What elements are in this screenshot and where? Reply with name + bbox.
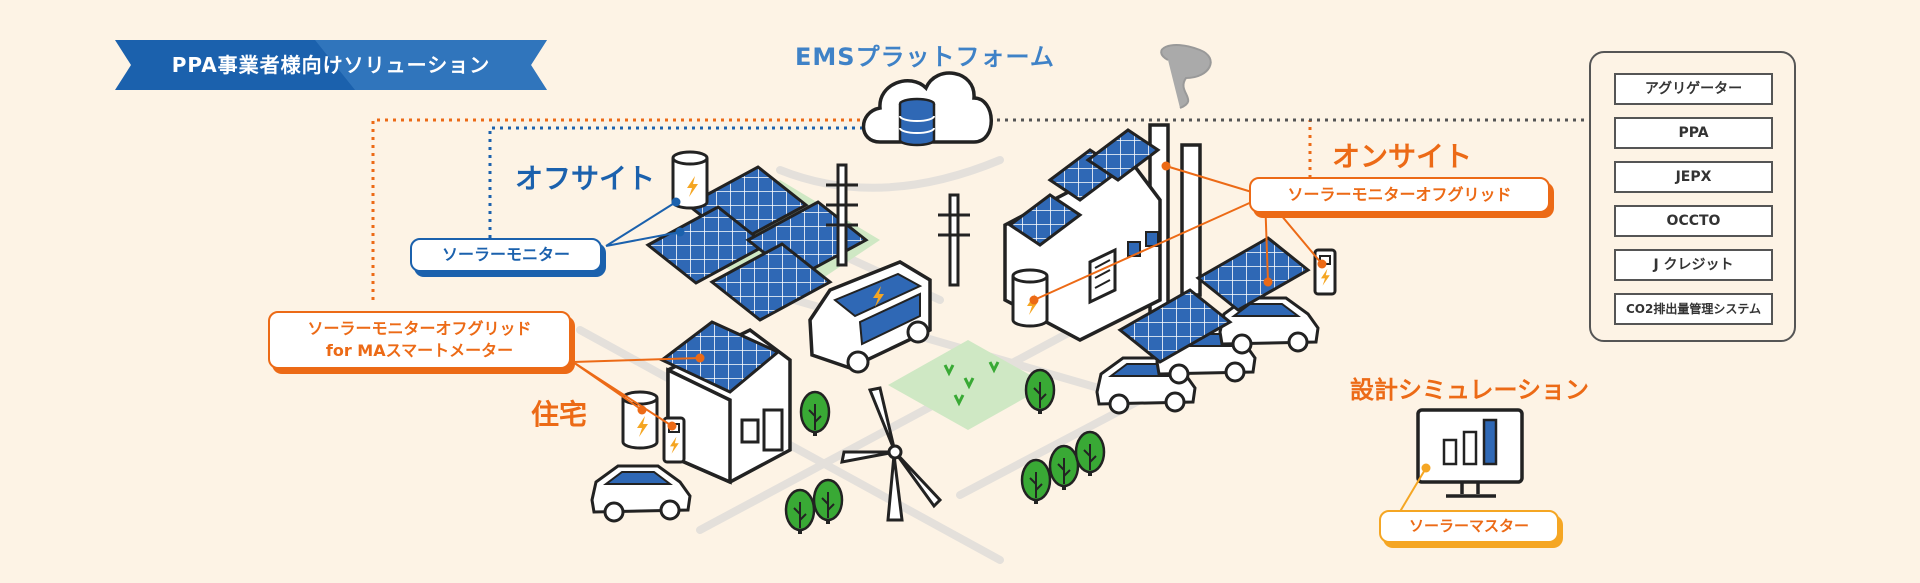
residential-house xyxy=(590,320,792,523)
onsite-label: オンサイト xyxy=(1332,140,1473,173)
solar-master-tag: ソーラーマスター xyxy=(1379,510,1559,543)
cloud-database-icon xyxy=(861,71,993,147)
design-simulation-label: 設計シミュレーション xyxy=(1350,376,1590,404)
solar-carport xyxy=(1095,236,1335,415)
integration-item: J クレジット xyxy=(1614,249,1773,281)
integration-panel: アグリゲーター PPA JEPX OCCTO J クレジット CO2排出量管理シ… xyxy=(1589,51,1796,342)
residential-monitor-line1: ソーラーモニターオフグリッド xyxy=(307,319,532,338)
monitor-chart-icon xyxy=(1416,408,1524,498)
offsite-solar-farm xyxy=(646,152,880,322)
ems-platform-label: EMSプラットフォーム xyxy=(795,43,1055,71)
residential-label: 住宅 xyxy=(531,398,588,431)
integration-item: CO2排出量管理システム xyxy=(1614,293,1773,325)
solution-banner: PPA事業者様向けソリューション xyxy=(115,40,547,90)
integration-item: OCCTO xyxy=(1614,205,1773,237)
onsite-factory xyxy=(1003,44,1212,342)
onsite-monitor-tag: ソーラーモニターオフグリッド xyxy=(1249,177,1550,213)
integration-item: JEPX xyxy=(1614,161,1773,193)
ev-bus xyxy=(808,260,932,374)
integration-item: PPA xyxy=(1614,117,1773,149)
wind-turbine xyxy=(840,386,943,522)
offsite-label: オフサイト xyxy=(515,162,656,195)
park xyxy=(888,340,1048,430)
residential-monitor-line2: for MAスマートメーター xyxy=(325,341,514,360)
integration-item: アグリゲーター xyxy=(1614,73,1773,105)
banner-title: PPA事業者様向けソリューション xyxy=(171,53,491,77)
offsite-monitor-tag: ソーラーモニター xyxy=(410,238,602,272)
residential-monitor-tag: ソーラーモニターオフグリッド for MAスマートメーター xyxy=(268,311,571,369)
